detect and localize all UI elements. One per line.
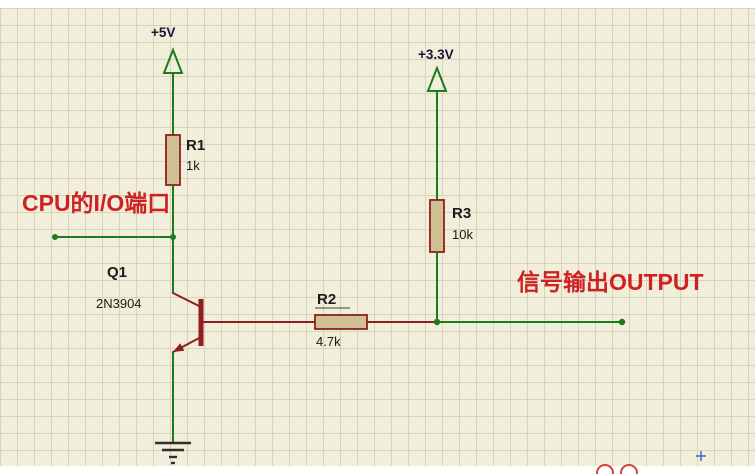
- label-output: 信号输出OUTPUT: [517, 269, 704, 295]
- origin-marker-icon: [696, 451, 706, 461]
- label-5v-rail: +5V: [151, 25, 175, 40]
- grid-background: [0, 8, 755, 466]
- ground-symbol: [155, 441, 191, 465]
- power-arrow-3v3-icon: [426, 65, 448, 92]
- resistor-r1-body: [165, 134, 181, 186]
- q1-emitter-arrow-icon: [173, 343, 185, 352]
- watermark-circle-2: [620, 464, 638, 474]
- terminal-dot-output: [618, 318, 626, 326]
- label-q1-ref: Q1: [107, 264, 127, 281]
- label-r1-value: 1k: [186, 158, 200, 173]
- label-r3-ref: R3: [452, 205, 471, 222]
- resistor-r3-body: [429, 199, 445, 253]
- terminal-dot-cpu: [52, 234, 58, 240]
- watermark-circle-1: [596, 464, 614, 474]
- label-q1-part: 2N3904: [96, 296, 142, 311]
- label-cpu-io: CPU的I/O端口: [22, 190, 170, 216]
- label-r2-value: 4.7k: [316, 334, 341, 349]
- power-arrow-5v-icon: [162, 47, 184, 74]
- label-r1-ref: R1: [186, 137, 205, 154]
- label-3v3-rail: +3.3V: [418, 47, 454, 62]
- watermark-icon: [596, 464, 638, 474]
- resistor-r2-body: [314, 314, 368, 330]
- label-r3-value: 10k: [452, 227, 473, 242]
- label-r2-ref: R2: [317, 291, 336, 308]
- q1-collector-line: [172, 292, 202, 308]
